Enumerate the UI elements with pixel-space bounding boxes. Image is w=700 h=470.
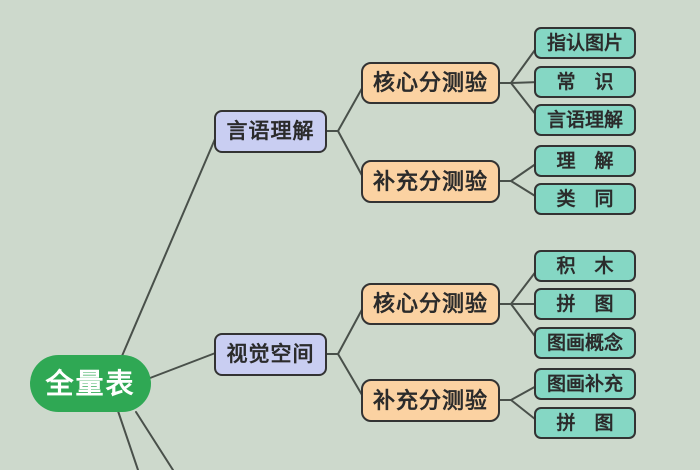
node-label: 指认图片 [546,32,623,54]
node-label: 补充分测验 [372,387,488,413]
node-leaf-comprehension[interactable]: 理 解 [534,145,636,177]
node-group-verbal-supplementary-subtests[interactable]: 补充分测验 [361,160,500,203]
node-label: 常 识 [556,71,614,93]
node-label: 核心分测验 [372,291,488,316]
node-root-full-scale[interactable]: 全量表 [30,355,151,412]
node-label: 言语理解 [546,109,623,131]
node-label: 补充分测验 [372,168,488,194]
node-leaf-block-design[interactable]: 积 木 [534,250,636,282]
node-leaf-point-to-pictures[interactable]: 指认图片 [534,27,636,59]
node-branch-visual-spatial[interactable]: 视觉空间 [214,333,327,376]
node-leaf-picture-concepts[interactable]: 图画概念 [534,327,636,359]
node-leaf-object-assembly[interactable]: 拼 图 [534,288,636,320]
node-group-verbal-core-subtests[interactable]: 核心分测验 [361,62,500,104]
node-label: 图画概念 [546,332,623,354]
node-label: 拼 图 [556,412,614,434]
connector-line [337,353,366,401]
node-group-visual-supplementary-subtests[interactable]: 补充分测验 [361,379,500,422]
node-label: 图画补充 [546,373,623,395]
node-leaf-verbal-comprehension[interactable]: 言语理解 [534,104,636,136]
node-label: 视觉空间 [226,343,315,366]
node-leaf-picture-completion[interactable]: 图画补充 [534,368,636,400]
node-label: 言语理解 [226,120,315,143]
node-label: 核心分测验 [372,70,488,95]
connector-line [337,130,366,182]
node-branch-verbal-comprehension[interactable]: 言语理解 [214,110,327,153]
connector-line [117,410,139,470]
node-leaf-similarities[interactable]: 类 同 [534,183,636,215]
node-label: 积 木 [556,255,614,277]
connector-line [135,411,174,470]
connector-line [337,303,366,355]
node-label: 类 同 [556,188,614,210]
node-label: 理 解 [556,150,614,172]
node-leaf-object-assembly-2[interactable]: 拼 图 [534,407,636,439]
connector-line [121,131,219,357]
node-leaf-general-knowledge[interactable]: 常 识 [534,66,636,98]
node-label: 全量表 [45,367,136,399]
node-label: 拼 图 [556,293,614,315]
connector-line [337,82,366,132]
connector-line [149,351,219,379]
node-group-visual-core-subtests[interactable]: 核心分测验 [361,283,500,325]
